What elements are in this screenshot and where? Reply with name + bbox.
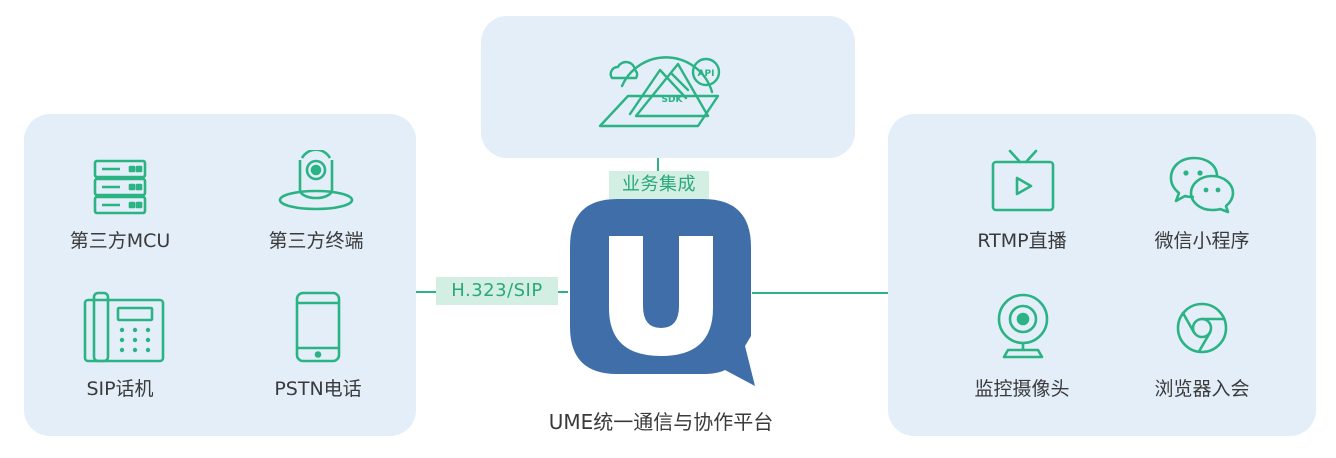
- desk-phone-icon: [82, 290, 166, 364]
- left-panel-third-party: [24, 114, 416, 436]
- label-surveillance-camera: 监控摄像头: [974, 378, 1070, 400]
- top-panel-integration: [481, 16, 855, 158]
- mobile-phone-icon: [294, 290, 342, 364]
- sdk-text: SDK: [662, 95, 684, 105]
- label-pstn-phone: PSTN电话: [274, 378, 362, 400]
- label-third-party-mcu: 第三方MCU: [69, 230, 171, 252]
- webcam-icon: [994, 292, 1052, 360]
- tv-play-icon: [990, 148, 1056, 214]
- right-panel-access: [888, 114, 1316, 436]
- h323-sip-tag: H.323/SIP: [436, 277, 558, 305]
- api-text: API: [698, 69, 715, 79]
- label-rtmp-live: RTMP直播: [977, 230, 1067, 252]
- connector-right: [752, 292, 888, 294]
- label-third-party-terminal: 第三方终端: [268, 230, 364, 252]
- wechat-icon: [1168, 154, 1236, 214]
- label-wechat-mini-program: 微信小程序: [1154, 230, 1250, 252]
- server-rack-icon: [92, 158, 148, 216]
- platform-caption: UME统一通信与协作平台: [548, 410, 774, 434]
- ume-logo-icon: [567, 196, 757, 392]
- sdk-api-illustration-icon: SDK API: [596, 42, 730, 132]
- conference-camera-icon: [276, 150, 356, 214]
- business-integration-tag: 业务集成: [609, 171, 709, 199]
- browser-icon: [1174, 300, 1230, 356]
- label-sip-phone: SIP话机: [86, 378, 154, 400]
- label-browser-join: 浏览器入会: [1154, 378, 1250, 400]
